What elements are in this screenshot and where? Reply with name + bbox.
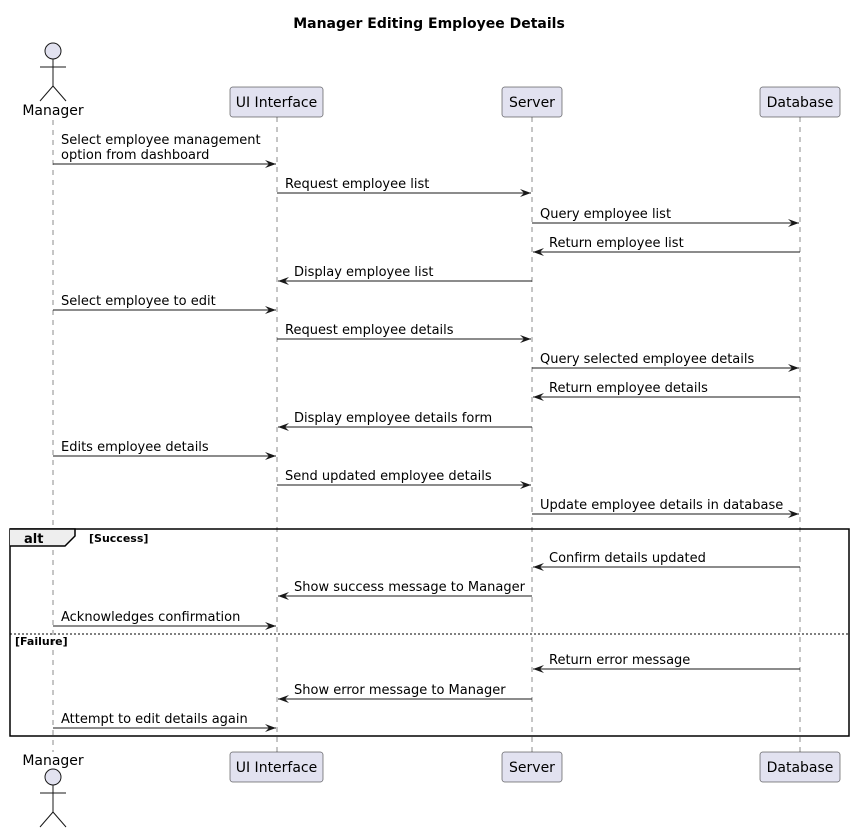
arrowhead-icon [278,592,289,600]
participant-ui-bottom: UI Interface [229,751,324,783]
message-11: Edits employee details [53,440,276,460]
message-label: Acknowledges confirmation [61,610,240,625]
message-label: Confirm details updated [549,551,706,566]
message-label: Request employee list [285,177,429,192]
message-label: Query selected employee details [540,352,754,367]
message-label: Return employee details [549,381,708,396]
message-5: Display employee list [278,265,532,285]
participant-box [759,751,841,783]
alt-keyword: alt [24,532,43,547]
actor-leg-right-icon [52,811,67,828]
message-label: Display employee details form [294,411,492,426]
arrowhead-icon [265,452,276,460]
message-label: Update employee details in database [540,498,783,513]
message-3: Query employee list [532,207,799,227]
participant-box [229,86,324,118]
arrowhead-icon [265,724,276,732]
alt-guard-failure: [Failure] [15,635,68,648]
message-15: Show success message to Manager [278,580,532,600]
participant-box [501,751,563,783]
message-16: Acknowledges confirmation [53,610,276,630]
arrowhead-icon [533,563,544,571]
message-8: Query selected employee details [532,352,799,372]
message-19: Attempt to edit details again [53,712,276,732]
arrowhead-icon [265,622,276,630]
message-label: Show success message to Manager [294,580,526,595]
arrowhead-icon [278,695,289,703]
participant-db-bottom: Database [759,751,841,783]
arrowhead-icon [533,248,544,256]
alt-guard-success: [Success] [89,532,148,545]
participant-box [229,751,324,783]
arrowhead-icon [533,393,544,401]
message-label: Return error message [549,653,690,668]
actor-head-icon [44,768,62,786]
arrowhead-icon [278,423,289,431]
diagram-title: Manager Editing Employee Details [293,16,565,32]
participant-db-top: Database [759,86,841,118]
alt-fragment: alt [Success] [Failure] [9,528,850,737]
message-6: Select employee to edit [53,294,276,314]
arrowhead-icon [520,189,531,197]
actor-manager-top: Manager [22,42,84,119]
actor-leg-left-icon [39,811,54,828]
participant-label-ui: UI Interface [236,760,318,776]
participant-ui-top: UI Interface [229,86,324,118]
arrowhead-icon [265,160,276,168]
participant-box [759,86,841,118]
actor-leg-left-icon [39,85,54,102]
alt-tab [10,528,76,547]
alt-frame [9,528,850,737]
message-label: Edits employee details [61,440,209,455]
message-label: Send updated employee details [285,469,492,484]
message-label: Request employee details [285,323,454,338]
arrowhead-icon [520,335,531,343]
message-label: option from dashboard [61,148,209,163]
message-2: Request employee list [277,177,531,197]
participant-server-top: Server [501,86,563,118]
arrowhead-icon [533,665,544,673]
actor-leg-right-icon [52,85,67,102]
arrowhead-icon [278,277,289,285]
participant-label-server: Server [509,760,555,776]
participant-label-manager: Manager [22,753,84,769]
message-9: Return employee details [533,381,800,401]
participant-label-db: Database [767,760,834,776]
arrowhead-icon [265,306,276,314]
actor-manager-bottom: Manager [22,753,84,828]
message-label: Attempt to edit details again [61,712,248,727]
message-4: Return employee list [533,236,800,256]
participant-label-manager: Manager [22,103,84,119]
message-12: Send updated employee details [277,469,531,489]
message-label: Select employee to edit [61,294,216,309]
message-label: Query employee list [540,207,671,222]
message-10: Display employee details form [278,411,532,431]
message-label: Select employee management [61,133,261,148]
participant-server-bottom: Server [501,751,563,783]
message-label: Show error message to Manager [294,683,506,698]
participant-box [501,86,563,118]
message-label: Return employee list [549,236,684,251]
participant-label-db: Database [767,95,834,111]
message-13: Update employee details in database [532,498,799,518]
message-label: Display employee list [294,265,433,280]
message-14: Confirm details updated [533,551,800,571]
message-17: Return error message [533,653,800,673]
message-7: Request employee details [277,323,531,343]
participant-label-ui: UI Interface [236,95,318,111]
arrowhead-icon [788,364,799,372]
arrowhead-icon [520,481,531,489]
message-18: Show error message to Manager [278,683,532,703]
arrowhead-icon [788,510,799,518]
participant-label-server: Server [509,95,555,111]
arrowhead-icon [788,219,799,227]
actor-head-icon [44,42,62,60]
